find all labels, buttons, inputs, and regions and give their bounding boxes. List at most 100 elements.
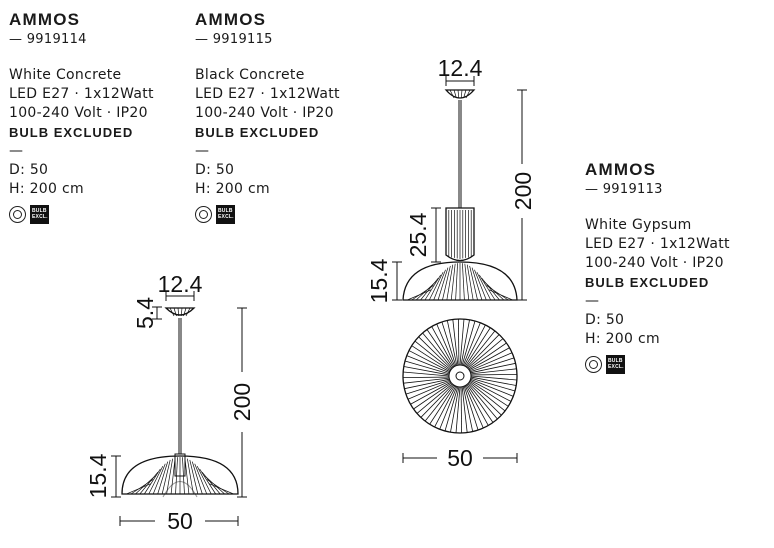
rib-line: [139, 471, 159, 495]
dim-label-shade-height: 15.4: [366, 258, 392, 303]
rib-line: [465, 384, 489, 426]
product-info-9919113: AMMOS — 9919113 White Gypsum LED E27 · 1…: [585, 160, 730, 374]
rib-line: [462, 322, 481, 366]
rib-line: [470, 375, 517, 381]
rib-line: [157, 461, 169, 495]
rib-line: [177, 307, 180, 317]
product-height: H: 200 cm: [195, 181, 270, 197]
dim-label-canopy-height: 5.4: [132, 297, 158, 329]
dim-label-neck-height: 25.4: [405, 212, 431, 257]
rib-line: [441, 321, 457, 366]
rib-line: [469, 265, 478, 301]
rib-line: [152, 463, 166, 495]
rib-line: [467, 383, 498, 420]
rib-line: [469, 380, 509, 407]
rib-line: [455, 386, 461, 433]
rib-line: [453, 89, 457, 99]
rib-line: [470, 373, 517, 376]
rib-line: [460, 386, 463, 433]
dim-label-canopy: 12.4: [438, 55, 483, 81]
rib-line: [404, 378, 450, 390]
rib-line: [463, 89, 467, 99]
product-name: AMMOS: [9, 10, 81, 29]
rib-line: [404, 360, 450, 375]
dome-shade: [121, 455, 239, 495]
drawing-top-view: [402, 318, 518, 463]
rib-line: [461, 386, 468, 433]
rib-line: [470, 378, 514, 397]
rib-line: [403, 376, 450, 379]
rib-line: [468, 347, 510, 371]
rib-line: [460, 89, 463, 99]
shade-ribs: [407, 263, 513, 301]
bulb-excluded-icon: BULB EXCL.: [606, 355, 625, 374]
rib-line: [468, 342, 507, 370]
rib-line: [407, 380, 451, 400]
rib-line: [166, 458, 173, 495]
product-spec-power: LED E27 · 1x12Watt: [585, 236, 730, 252]
product-info-9919115: AMMOS — 9919115 Black Concrete LED E27 ·…: [195, 10, 340, 224]
drawing-dome-pendant: [111, 291, 247, 526]
rib-line: [470, 362, 516, 374]
ce-mark-icon: [195, 206, 212, 223]
product-height: H: 200 cm: [585, 331, 660, 347]
shade-ribs: [126, 457, 234, 495]
separator-dash: —: [585, 293, 600, 309]
rib-line: [478, 274, 496, 301]
shade-outline: [402, 318, 518, 434]
rib-line: [201, 471, 221, 495]
rib-line: [488, 289, 513, 301]
rib-line: [405, 379, 450, 395]
separator-dash: —: [195, 143, 210, 159]
dome-shade: [402, 261, 518, 301]
rib-line: [460, 319, 470, 366]
rib-line: [183, 307, 187, 317]
rib-line: [470, 357, 515, 373]
dim-label-total-height: 200: [510, 172, 536, 210]
product-spec-voltage: 100-240 Volt · IP20: [585, 255, 724, 271]
rib-line: [436, 323, 456, 367]
product-material: White Gypsum: [585, 217, 692, 233]
dim-label-canopy: 12.4: [158, 271, 203, 297]
rib-line: [431, 326, 455, 368]
center-hole: [455, 371, 465, 381]
center-hub: [448, 364, 472, 388]
rib-line: [403, 371, 450, 377]
product-name: AMMOS: [585, 160, 657, 179]
rib-line: [422, 332, 453, 369]
rib-line: [446, 264, 454, 301]
rib-line: [457, 89, 460, 99]
rib-line: [411, 345, 451, 372]
rib-line: [144, 468, 161, 495]
rib-line: [184, 457, 190, 495]
rib-line: [191, 461, 203, 495]
rib-line: [424, 384, 455, 422]
dim-label-width: 50: [447, 445, 473, 471]
dim-label-shade-height: 15.4: [85, 453, 111, 498]
rib-line: [428, 271, 444, 301]
rib-line: [199, 468, 216, 495]
rib-line: [474, 269, 487, 301]
rib-line: [414, 340, 452, 371]
rib-line: [173, 307, 177, 317]
rib-line: [439, 386, 458, 430]
product-diameter: D: 50: [9, 162, 49, 178]
neck-ribs: [448, 210, 472, 259]
rib-line: [437, 267, 449, 301]
rib-line: [450, 386, 460, 433]
rib-line: [194, 463, 208, 495]
dim-label-width: 50: [167, 508, 193, 534]
rib-line: [452, 319, 459, 366]
rib-line: [406, 355, 450, 374]
rib-line: [467, 338, 504, 369]
rib-line: [464, 385, 484, 429]
rib-line: [433, 269, 446, 301]
ce-mark-icon: [9, 206, 26, 223]
bulb-excluded-icon: BULB EXCL.: [216, 205, 235, 224]
rib-line: [469, 379, 512, 402]
rib-line: [471, 267, 483, 301]
product-spec-voltage: 100-240 Volt · IP20: [9, 105, 148, 121]
rib-line: [444, 386, 459, 432]
rib-line: [466, 264, 474, 301]
rib-line: [403, 366, 450, 376]
